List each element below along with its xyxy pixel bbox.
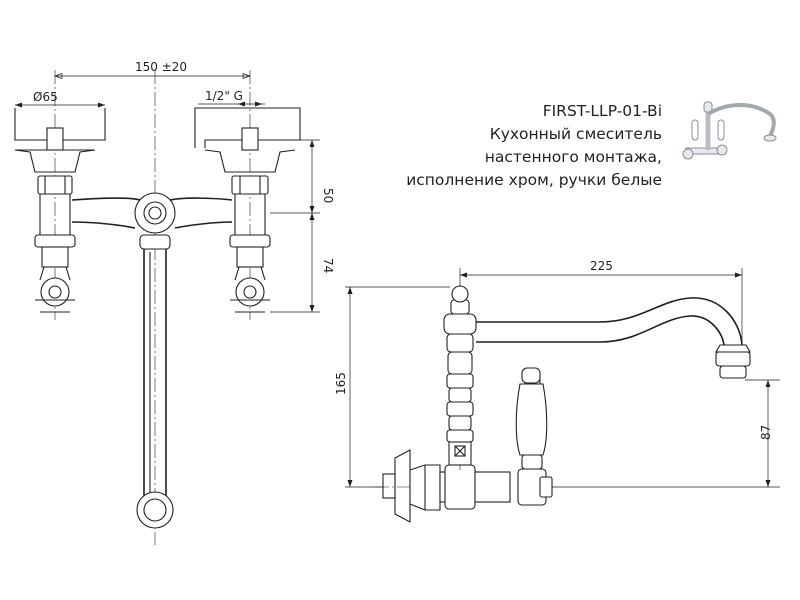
front-view: 150 ±20 Ø65 1/2" G	[14, 60, 335, 545]
product-model: FIRST-LLP-01-Bi	[542, 102, 662, 120]
dim-87-label: 87	[759, 425, 773, 440]
dim-225-label: 225	[590, 259, 613, 273]
product-photo-thumbnail	[682, 101, 777, 160]
dim-thread-label: 1/2" G	[205, 89, 243, 103]
side-view: 225 165 87	[334, 259, 780, 523]
dim-diameter-label: Ø65	[33, 90, 58, 104]
product-description-line-2: настенного монтажа,	[484, 148, 662, 166]
product-description-line-3: исполнение хром, ручки белые	[406, 171, 662, 189]
dim-spacing-label: 150 ±20	[135, 60, 187, 74]
product-title-block: FIRST-LLP-01-Bi Кухонный смеситель насте…	[406, 100, 662, 192]
dim-50-label: 50	[321, 188, 335, 203]
dim-165-label: 165	[334, 372, 348, 395]
dim-74-label: 74	[321, 258, 335, 273]
product-description-line-1: Кухонный смеситель	[489, 125, 662, 143]
